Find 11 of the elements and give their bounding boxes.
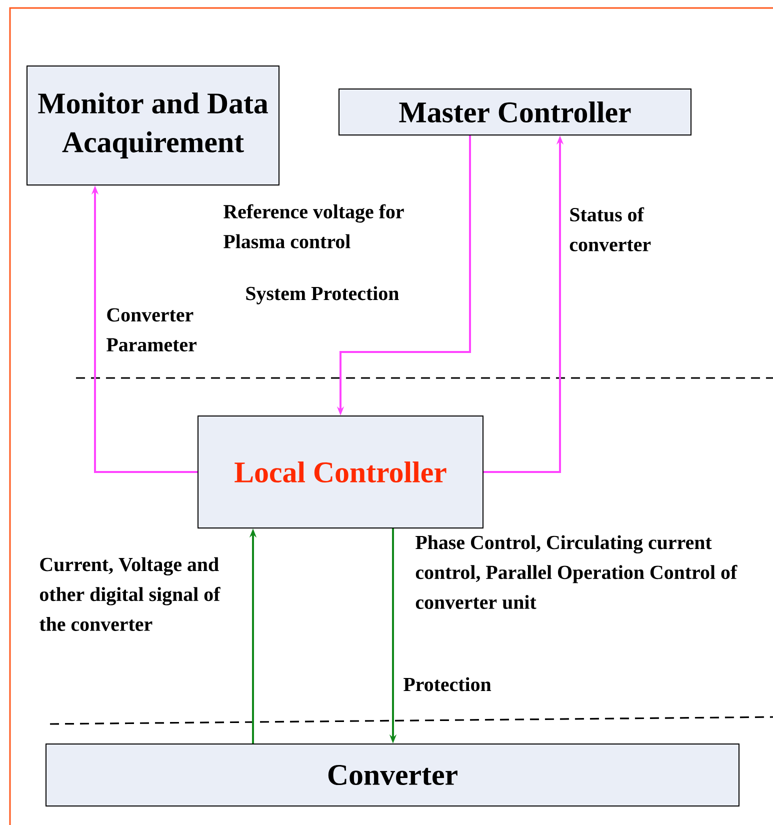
process-box: Monitor and Data Acaquirement	[26, 66, 280, 186]
process-box: Local Controller	[198, 416, 484, 528]
signal-label: Protection	[404, 677, 492, 692]
edge-label: Phase Control, Circulating current control, Parallel Operation Control of converter unit	[416, 535, 738, 610]
process-box: Converter	[46, 744, 740, 806]
edge-label: Current, Voltage and other digital signal of the converter	[40, 557, 220, 631]
process-box: Master Controller	[338, 88, 692, 136]
edge-label: Reference voltage for Plasma control	[224, 204, 404, 248]
edge-label: Converter Parameter	[106, 308, 196, 352]
edge-label: Status of converter	[570, 207, 651, 252]
signal-label: System Protection	[246, 286, 399, 304]
